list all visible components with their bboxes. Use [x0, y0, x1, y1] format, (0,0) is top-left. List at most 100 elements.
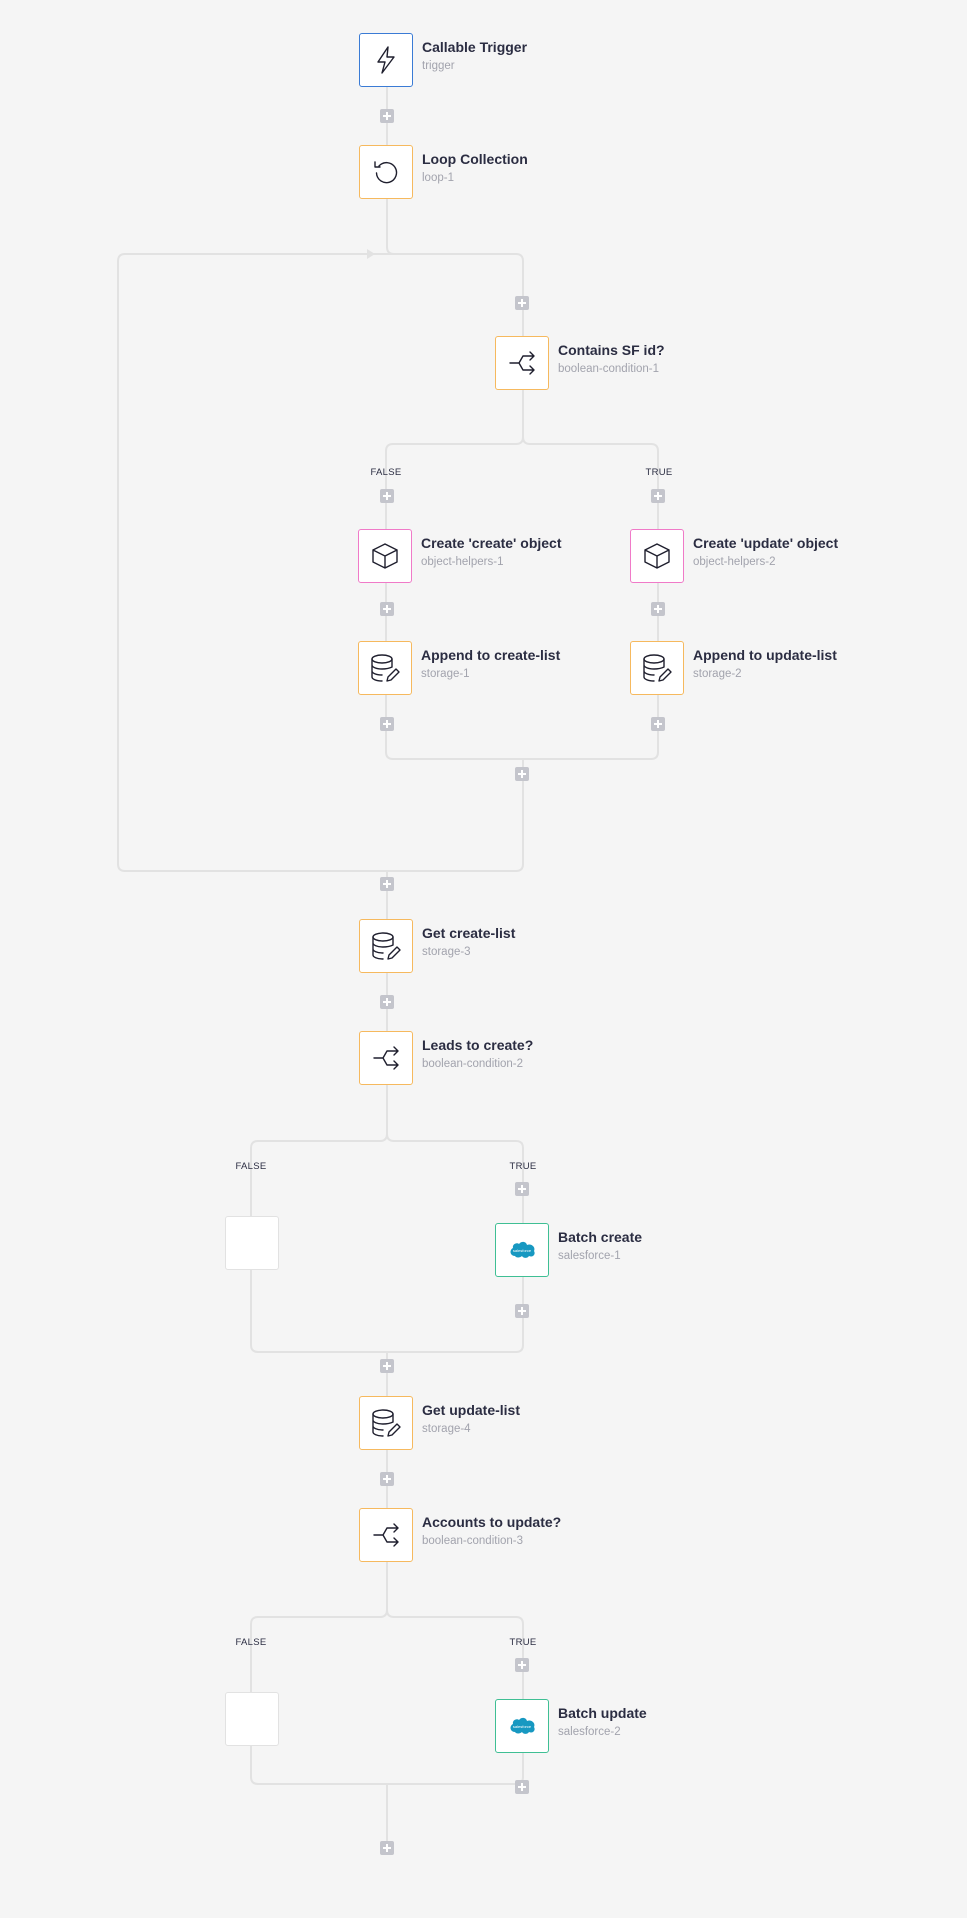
step-node-loop-1[interactable]: [359, 145, 413, 199]
step-node-storage-3[interactable]: [359, 919, 413, 973]
step-label-boolean-condition-3[interactable]: Accounts to update? boolean-condition-3: [422, 1513, 561, 1549]
database-edit-icon: [641, 652, 673, 684]
branch-label-false: FALSE: [370, 467, 402, 478]
add-step-button[interactable]: [515, 1304, 529, 1318]
cube-icon: [369, 540, 401, 572]
step-subtitle: boolean-condition-1: [558, 363, 660, 375]
add-step-button[interactable]: [380, 1472, 394, 1486]
step-node-storage-4[interactable]: [359, 1396, 413, 1450]
add-step-button[interactable]: [380, 602, 394, 616]
add-step-button[interactable]: [651, 602, 665, 616]
step-node-boolean-condition-2[interactable]: [359, 1031, 413, 1085]
connector-line: [117, 253, 524, 872]
step-node-storage-2[interactable]: [630, 641, 684, 695]
step-subtitle: storage-4: [422, 1423, 471, 1435]
add-step-button[interactable]: [515, 1658, 529, 1672]
step-label-trigger[interactable]: Callable Trigger trigger: [422, 38, 527, 74]
add-step-button[interactable]: [515, 296, 529, 310]
connector-line: [250, 1746, 524, 1785]
step-subtitle: salesforce-2: [558, 1726, 621, 1738]
step-node-salesforce-1[interactable]: salesforce: [495, 1223, 549, 1277]
step-label-salesforce-2[interactable]: Batch update salesforce-2: [558, 1704, 647, 1740]
step-title: Loop Collection: [422, 151, 528, 167]
add-step-button[interactable]: [380, 877, 394, 891]
add-step-button[interactable]: [515, 767, 529, 781]
branch-label-true: TRUE: [645, 467, 673, 478]
connector-line: [250, 1085, 388, 1216]
add-step-button[interactable]: [380, 1841, 394, 1855]
add-step-button[interactable]: [651, 717, 665, 731]
add-step-button[interactable]: [380, 109, 394, 123]
add-step-button[interactable]: [380, 717, 394, 731]
branch-label-false: FALSE: [235, 1637, 267, 1648]
step-node-object-helpers-2[interactable]: [630, 529, 684, 583]
step-title: Create 'create' object: [421, 535, 562, 551]
step-subtitle: storage-2: [693, 668, 742, 680]
step-node-storage-1[interactable]: [358, 641, 412, 695]
salesforce-icon: salesforce: [506, 1234, 538, 1266]
branch-label-true: TRUE: [509, 1637, 537, 1648]
step-title: Append to create-list: [421, 647, 561, 663]
branch-icon: [370, 1042, 402, 1074]
step-subtitle: storage-3: [422, 946, 471, 958]
step-title: Callable Trigger: [422, 39, 528, 55]
add-step-button[interactable]: [651, 489, 665, 503]
branch-icon: [370, 1519, 402, 1551]
connector-line: [386, 1609, 524, 1699]
branch-label-false: FALSE: [235, 1161, 267, 1172]
step-title: Create 'update' object: [693, 535, 839, 551]
add-step-button[interactable]: [380, 1359, 394, 1373]
step-title: Batch update: [558, 1705, 647, 1721]
branch-icon: [506, 347, 538, 379]
step-label-storage-4[interactable]: Get update-list storage-4: [422, 1401, 520, 1437]
step-node-trigger[interactable]: [359, 33, 413, 87]
salesforce-icon: salesforce: [506, 1710, 538, 1742]
step-title: Get update-list: [422, 1402, 521, 1418]
step-title: Batch create: [558, 1229, 643, 1245]
step-subtitle: salesforce-1: [558, 1250, 621, 1262]
connector-line: [385, 695, 659, 760]
empty-branch-placeholder: [225, 1692, 279, 1746]
add-step-button[interactable]: [515, 1182, 529, 1196]
step-node-object-helpers-1[interactable]: [358, 529, 412, 583]
step-label-loop-1[interactable]: Loop Collection loop-1: [422, 150, 528, 186]
add-step-button[interactable]: [380, 995, 394, 1009]
step-title: Accounts to update?: [422, 1514, 562, 1530]
step-label-salesforce-1[interactable]: Batch create salesforce-1: [558, 1228, 642, 1264]
step-subtitle: loop-1: [422, 172, 454, 184]
loop-icon: [370, 156, 402, 188]
database-edit-icon: [370, 930, 402, 962]
step-label-object-helpers-1[interactable]: Create 'create' object object-helpers-1: [421, 534, 562, 570]
connector-line: [386, 199, 524, 336]
connector-line: [385, 390, 524, 529]
connector-line: [250, 1270, 524, 1353]
empty-branch-placeholder: [225, 1216, 279, 1270]
step-subtitle: trigger: [422, 60, 455, 72]
step-node-boolean-condition-3[interactable]: [359, 1508, 413, 1562]
step-node-boolean-condition-1[interactable]: [495, 336, 549, 390]
lightning-icon: [370, 44, 402, 76]
step-label-boolean-condition-1[interactable]: Contains SF id? boolean-condition-1: [558, 341, 665, 377]
step-subtitle: boolean-condition-2: [422, 1058, 524, 1070]
step-node-salesforce-2[interactable]: salesforce: [495, 1699, 549, 1753]
add-step-button[interactable]: [380, 489, 394, 503]
step-title: Leads to create?: [422, 1037, 534, 1053]
step-label-storage-2[interactable]: Append to update-list storage-2: [693, 646, 837, 682]
step-label-storage-1[interactable]: Append to create-list storage-1: [421, 646, 560, 682]
cube-icon: [641, 540, 673, 572]
connector-line: [522, 436, 659, 529]
svg-text:salesforce: salesforce: [513, 1248, 532, 1253]
step-label-boolean-condition-2[interactable]: Leads to create? boolean-condition-2: [422, 1036, 533, 1072]
database-edit-icon: [370, 1407, 402, 1439]
step-subtitle: boolean-condition-3: [422, 1535, 524, 1547]
database-edit-icon: [369, 652, 401, 684]
step-title: Contains SF id?: [558, 342, 665, 358]
step-subtitle: storage-1: [421, 668, 470, 680]
step-title: Append to update-list: [693, 647, 837, 663]
step-subtitle: object-helpers-1: [421, 556, 504, 568]
add-step-button[interactable]: [515, 1780, 529, 1794]
